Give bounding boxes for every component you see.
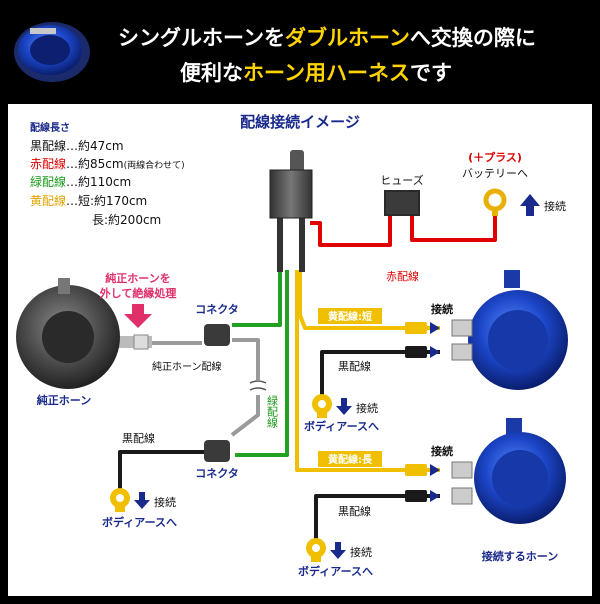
red-wire-2: [410, 210, 497, 242]
connector-upper-icon: [204, 324, 230, 346]
black-wire-label-1: 黒配線: [338, 359, 371, 373]
horn-lower-icon: [451, 418, 566, 524]
red-wire-label: 赤配線: [386, 269, 419, 283]
battery-connect-arrow-icon: [520, 194, 540, 216]
horn-upper-icon: [451, 270, 568, 390]
pink-down-arrow-icon: [124, 304, 152, 328]
black-wire-connector: [118, 450, 205, 490]
remove-insulate-label-1: 純正ホーンを: [105, 271, 170, 285]
earth-connect-label-3: 接続: [154, 495, 176, 509]
green-wire-label: 緑配線: [266, 394, 279, 428]
green-wire-lower: [235, 270, 289, 457]
legend-red: 赤配線…約85cm(両線合わせて): [30, 156, 185, 171]
remove-insulate-label-2: 外して絶縁処理: [99, 286, 177, 300]
black-wire-horn1: [320, 350, 440, 395]
legend-yellow-long: 長:約200cm: [92, 212, 161, 227]
earth-arrow-icon-3: [134, 492, 150, 509]
ground-terminal-icon-1: [312, 394, 332, 418]
stock-horn-icon: [16, 278, 152, 389]
black-wire-horn2: [314, 494, 440, 540]
battery-connect-label: 接続: [544, 199, 566, 213]
header-line-2: 便利なホーン用ハーネスです: [180, 61, 452, 85]
earth-arrow-icon-2: [330, 542, 346, 559]
connector-lower-icon: [204, 440, 230, 462]
legend-yellow: 黄配線…短:約170cm: [30, 193, 147, 208]
green-wire-upper: [232, 270, 282, 327]
wire-break-mark: [249, 380, 267, 391]
fuse-label: ヒューズ: [380, 173, 423, 187]
legend-title: 配線長さ: [30, 121, 70, 134]
header-line-1: シングルホーンをダブルホーンへ交換の際に: [118, 26, 536, 50]
horn-upper-connect-label: 接続: [431, 302, 453, 316]
yellow-long-label: 黄配線:長: [328, 453, 373, 466]
connector-upper-label: コネクタ: [195, 303, 239, 316]
body-earth-label-2: ボディアースへ: [298, 564, 373, 578]
header-horn-icon: [14, 22, 90, 82]
connector-lower-label: コネクタ: [195, 467, 239, 480]
horn-terminal-arrows: [405, 322, 440, 502]
legend-black: 黒配線…約47cm: [30, 138, 124, 153]
red-wire-1: [310, 210, 392, 247]
horn-lower-connect-label: 接続: [431, 444, 453, 458]
battery-plus-label: (＋プラス): [468, 150, 522, 164]
stock-horn-wire-2: [232, 338, 260, 380]
earth-connect-label-2: 接続: [350, 545, 372, 559]
stock-horn-label: 純正ホーン: [37, 393, 91, 407]
body-earth-label-1: ボディアースへ: [304, 419, 379, 433]
relay-icon: [269, 150, 313, 219]
yellow-short-label-box: [318, 308, 382, 324]
battery-to-label: バッテリーへ: [462, 167, 528, 180]
horn-to-connect-label: 接続するホーン: [482, 549, 558, 563]
earth-arrow-icon-1: [336, 398, 352, 415]
ground-terminal-icon-2: [306, 538, 326, 562]
header-bar: [0, 0, 600, 100]
black-wire-label-2: 黒配線: [338, 504, 371, 518]
body-earth-label-3: ボディアースへ: [102, 515, 177, 529]
stock-horn-wire-3: [230, 395, 260, 437]
legend-green: 緑配線…約110cm: [30, 174, 131, 189]
ground-terminal-icon-3: [110, 488, 130, 512]
earth-connect-label-1: 接続: [356, 401, 378, 415]
wire-length-legend: 配線長さ 黒配線…約47cm 赤配線…約85cm(両線合わせて) 緑配線…約11…: [30, 121, 185, 227]
ring-terminal-icon: [483, 188, 507, 216]
stock-horn-wire-label: 純正ホーン配線: [152, 360, 222, 373]
fuse-icon: [384, 190, 420, 216]
diagram-title: 配線接続イメージ: [240, 113, 360, 131]
black-wire-label-3: 黒配線: [122, 431, 155, 445]
yellow-long-label-box: [318, 451, 382, 467]
yellow-short-label: 黄配線:短: [328, 310, 372, 323]
